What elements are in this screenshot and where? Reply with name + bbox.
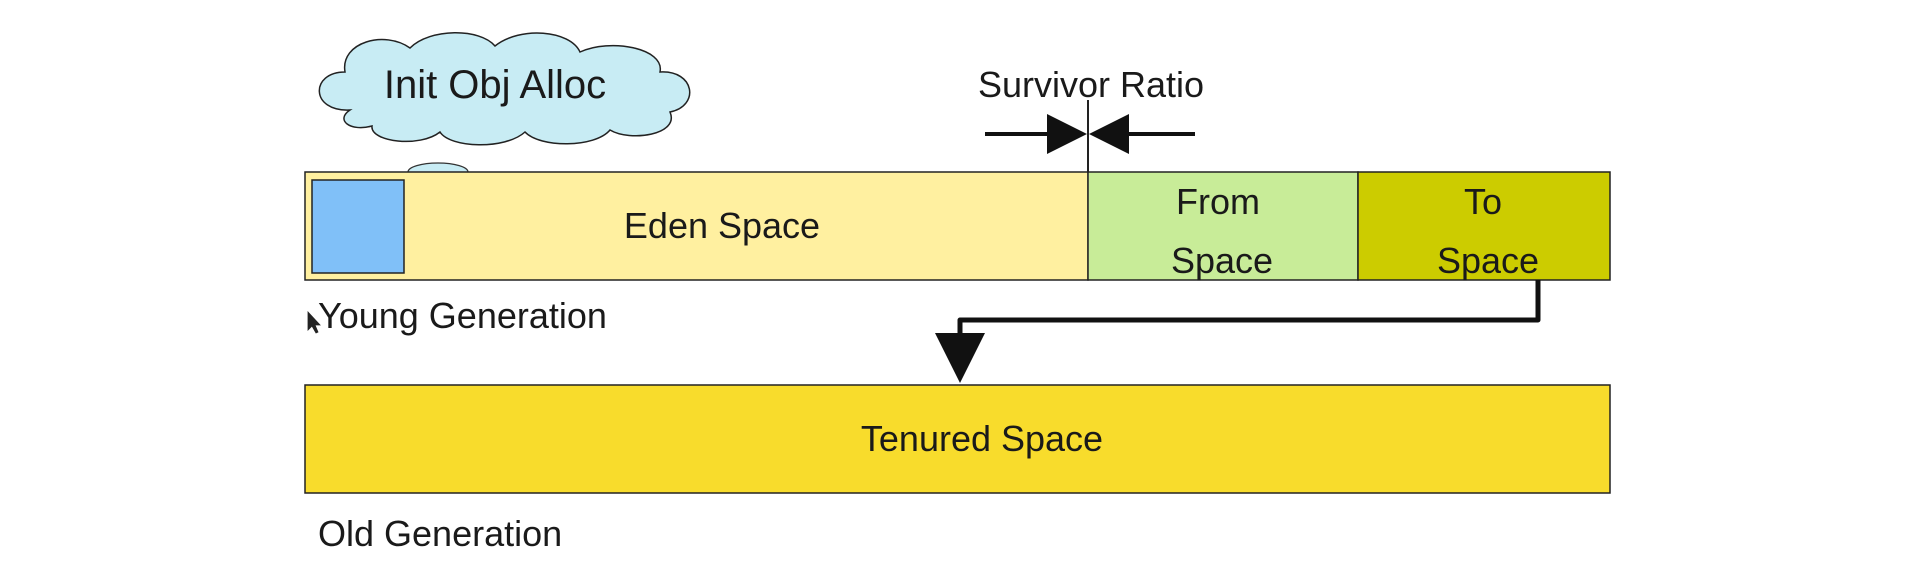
- from-space: [1087, 171, 1359, 281]
- eden-space: [304, 171, 1089, 281]
- to-space-label-line2: Space: [1437, 240, 1539, 281]
- mouse-cursor-icon: [307, 310, 321, 334]
- from-space-label-line2: Space: [1171, 240, 1273, 281]
- from-space-label-line1: From: [1176, 181, 1260, 222]
- survivor-ratio-label: Survivor Ratio: [978, 64, 1204, 105]
- eden-space-label: Eden Space: [624, 205, 820, 246]
- allocated-object-block: [311, 179, 405, 274]
- young-generation-bar: Eden Space From Space To Space: [304, 171, 1611, 281]
- cloud-shape: [318, 32, 691, 146]
- tenured-space: [304, 384, 1611, 494]
- tenured-space-label: Tenured Space: [861, 418, 1103, 459]
- promotion-arrow: [935, 280, 1541, 383]
- old-generation-label: Old Generation: [318, 513, 562, 554]
- to-space: [1357, 171, 1611, 281]
- cloud-label: Init Obj Alloc: [384, 63, 606, 107]
- young-generation-label: Young Generation: [318, 295, 607, 336]
- old-generation-bar: Tenured Space: [304, 384, 1611, 494]
- init-obj-alloc-cloud: Init Obj Alloc: [318, 32, 691, 146]
- to-space-label-line1: To: [1464, 181, 1502, 222]
